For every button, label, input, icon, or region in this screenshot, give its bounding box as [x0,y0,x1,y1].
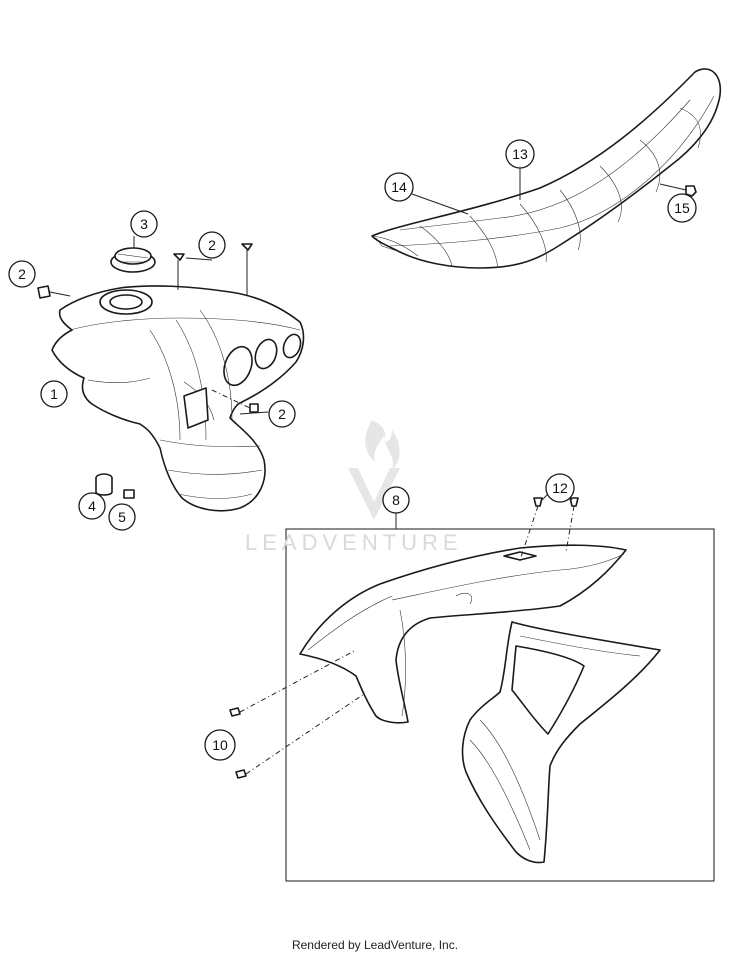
side-cover-right [461,621,661,864]
svg-text:10: 10 [212,737,228,753]
seat [371,68,722,269]
callout-3: 3 [130,210,158,238]
screw-5 [123,489,135,499]
callout-8: 8 [382,486,410,514]
tank-screws [37,243,259,413]
callout-2-left: 2 [8,260,36,288]
svg-text:2: 2 [208,237,216,253]
callout-15: 15 [667,193,697,223]
svg-text:12: 12 [552,480,568,496]
rubber-bushing [95,473,113,496]
svg-text:5: 5 [118,509,126,525]
callout-5: 5 [108,503,136,531]
callout-1: 1 [40,380,68,408]
side-cover-left [299,544,627,724]
callout-12: 12 [545,473,575,503]
side-cover-box [285,528,715,882]
seat-bolt [659,183,697,197]
callout-2-right: 2 [268,400,296,428]
callout-2-top: 2 [198,231,226,259]
svg-text:4: 4 [88,498,96,514]
callout-10: 10 [204,729,236,761]
svg-text:2: 2 [278,406,286,422]
svg-text:8: 8 [392,492,400,508]
svg-text:1: 1 [50,386,58,402]
watermark-text: LEADVENTURE [245,530,463,555]
fuel-tank [51,285,305,512]
svg-text:14: 14 [391,179,407,195]
callout-13: 13 [505,139,535,169]
svg-text:13: 13 [512,146,528,162]
svg-text:2: 2 [18,266,26,282]
svg-text:15: 15 [674,200,690,216]
callout-14: 14 [384,172,414,202]
svg-text:3: 3 [140,216,148,232]
footer-credit: Rendered by LeadVenture, Inc. [291,938,459,952]
watermark-logo [348,420,400,520]
fuel-cap [110,247,156,273]
callout-4: 4 [78,492,106,520]
